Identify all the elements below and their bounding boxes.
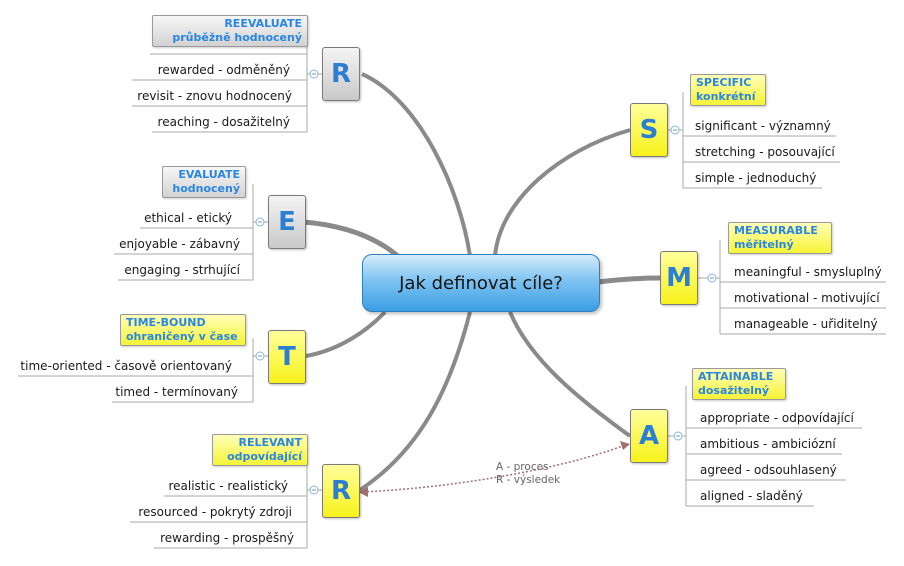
relationship-label-line1: A - proces xyxy=(496,461,549,473)
item-e-1[interactable]: enjoyable - zábavný xyxy=(119,237,240,251)
header-time-bound-en: TIME-BOUND xyxy=(126,316,206,329)
item-m-2[interactable]: manageable - uřiditelný xyxy=(734,317,878,331)
node-letter-t[interactable]: T xyxy=(268,330,306,384)
item-t-0[interactable]: time-oriented - časově orientovaný xyxy=(20,359,232,373)
header-measurable-cz: měřitelný xyxy=(734,238,794,251)
header-attainable-en: ATTAINABLE xyxy=(698,370,774,383)
header-relevant-en: RELEVANT xyxy=(238,436,303,449)
branch-line-t xyxy=(305,310,387,358)
header-attainable-cz: dosažitelný xyxy=(698,384,770,397)
node-letter-e-label: E xyxy=(278,207,296,237)
item-r2-1[interactable]: resourced - pokrytý zdroji xyxy=(138,505,292,519)
item-r1-2[interactable]: reaching - dosažitelný xyxy=(157,115,290,129)
branch-line-r1 xyxy=(361,72,472,257)
relationship-arrow-left xyxy=(358,487,368,497)
item-t-1[interactable]: timed - termínovaný xyxy=(115,385,238,399)
node-letter-r1-label: R xyxy=(330,59,352,89)
central-topic-label: Jak definovat cíle? xyxy=(399,272,563,294)
header-specific[interactable]: SPECIFIC konkrétní xyxy=(690,74,766,106)
header-relevant-cz: odpovídající xyxy=(227,450,302,463)
header-reevaluate-cz: průběžně hodnocený xyxy=(172,31,302,44)
item-a-3[interactable]: aligned - sladěný xyxy=(700,489,803,503)
header-attainable[interactable]: ATTAINABLE dosažitelný xyxy=(692,368,786,400)
branch-line-a xyxy=(508,311,632,438)
relationship-line xyxy=(361,443,629,493)
header-measurable[interactable]: MEASURABLE měřitelný xyxy=(728,222,832,254)
header-measurable-en: MEASURABLE xyxy=(734,224,818,237)
item-r1-0[interactable]: rewarded - odměněný xyxy=(157,63,290,77)
header-evaluate-cz: hodnocený xyxy=(172,182,240,195)
node-letter-r2[interactable]: R xyxy=(322,464,360,518)
branch-line-m xyxy=(597,275,661,285)
header-time-bound[interactable]: TIME-BOUND ohraničený v čase xyxy=(120,314,246,346)
header-relevant[interactable]: RELEVANT odpovídající xyxy=(212,434,308,466)
header-specific-en: SPECIFIC xyxy=(696,76,752,89)
header-reevaluate[interactable]: REEVALUATE průběžně hodnocený xyxy=(152,15,308,47)
item-s-2[interactable]: simple - jednoduchý xyxy=(695,171,817,185)
relationship-arrow-right xyxy=(620,441,630,450)
relationship-label-line2: R - výsledek xyxy=(496,474,561,486)
item-a-2[interactable]: agreed - odsouhlasený xyxy=(700,463,837,477)
item-r1-1[interactable]: revisit - znovu hodnocený xyxy=(137,89,292,103)
relationship-label[interactable]: A - proces R - výsledek xyxy=(496,461,560,487)
item-r2-2[interactable]: rewarding - prospěšný xyxy=(160,531,294,545)
branch-line-s xyxy=(493,128,631,257)
header-evaluate[interactable]: EVALUATE hodnocený xyxy=(162,166,246,198)
item-e-2[interactable]: engaging - strhující xyxy=(124,263,240,277)
node-letter-t-label: T xyxy=(278,342,296,372)
item-a-1[interactable]: ambitious - ambiciózní xyxy=(700,437,836,451)
node-letter-s-label: S xyxy=(639,115,659,145)
item-m-0[interactable]: meaningful - smysluplný xyxy=(734,265,882,279)
node-letter-m[interactable]: M xyxy=(660,251,698,305)
item-s-0[interactable]: significant - významný xyxy=(695,119,831,133)
item-m-1[interactable]: motivational - motivující xyxy=(734,291,880,305)
branch-line-e xyxy=(303,219,402,260)
item-e-0[interactable]: ethical - etický xyxy=(144,211,232,225)
node-letter-a[interactable]: A xyxy=(630,409,668,463)
branch-line-r2 xyxy=(358,311,472,492)
header-time-bound-cz: ohraničený v čase xyxy=(126,330,238,343)
central-topic[interactable]: Jak definovat cíle? xyxy=(362,254,600,312)
item-a-0[interactable]: appropriate - odpovídající xyxy=(700,411,854,425)
header-reevaluate-en: REEVALUATE xyxy=(224,17,302,30)
node-letter-a-label: A xyxy=(638,421,660,451)
header-specific-cz: konkrétní xyxy=(696,90,756,103)
node-letter-m-label: M xyxy=(666,263,692,293)
header-evaluate-en: EVALUATE xyxy=(178,168,240,181)
node-letter-r2-label: R xyxy=(330,476,352,506)
node-letter-s[interactable]: S xyxy=(630,103,668,157)
node-letter-e[interactable]: E xyxy=(268,195,306,249)
item-s-1[interactable]: stretching - posouvající xyxy=(695,145,835,159)
item-r2-0[interactable]: realistic - realistický xyxy=(168,479,288,493)
node-letter-r1[interactable]: R xyxy=(322,47,360,101)
